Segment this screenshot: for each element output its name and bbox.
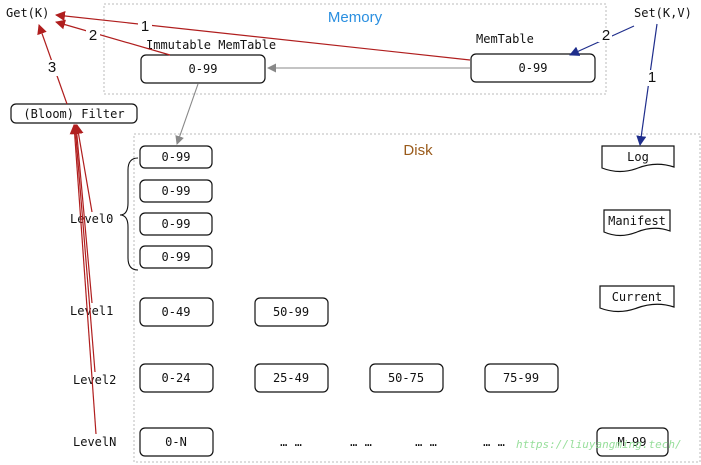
- level0-range: 0-99: [162, 184, 191, 198]
- leveln-last-range: M-99: [618, 435, 647, 449]
- current-file-label: Current: [612, 290, 663, 304]
- immutable-memtable-label: Immutable MemTable: [146, 38, 276, 52]
- level0-sstable: [139, 212, 213, 236]
- level1-range: 0-49: [162, 305, 191, 319]
- step-number-set-memtable: 2: [602, 27, 610, 44]
- step-number-get-immutable: 2: [89, 27, 97, 44]
- log-file: [601, 145, 675, 173]
- step-number-get-filter: 3: [48, 59, 56, 76]
- level1-to-filter-arrow: [71, 124, 93, 304]
- disk-region: [133, 133, 701, 463]
- log-file-label: Log: [627, 150, 649, 164]
- level2-range: 50-75: [388, 371, 424, 385]
- level1-range: 50-99: [273, 305, 309, 319]
- level2-sstable: [484, 363, 559, 393]
- level2-sstable: [369, 363, 444, 393]
- level0-sstable: [139, 245, 213, 269]
- level0-brace: [119, 157, 139, 271]
- manifest-file-label: Manifest: [608, 214, 666, 228]
- level0-range: 0-99: [162, 150, 191, 164]
- step-label-bg: [138, 19, 152, 35]
- leveln-ellipsis: … …: [483, 435, 505, 449]
- step-label-bg: [86, 28, 100, 44]
- leveln-ellipsis: … …: [350, 435, 372, 449]
- level1-sstable: [139, 297, 214, 327]
- leveln-first-range: 0-N: [165, 435, 187, 449]
- level1-label: Level1: [70, 304, 113, 318]
- level0-label: Level0: [70, 212, 113, 226]
- level2-label: Level2: [73, 373, 116, 387]
- leveln-label: LevelN: [73, 435, 116, 449]
- level0-sstable: [139, 179, 213, 203]
- level2-range: 75-99: [503, 371, 539, 385]
- memtable-box: [470, 53, 596, 83]
- level-to-filter-arrows: [69, 124, 97, 435]
- level1-sstables: 0-49 50-99: [139, 297, 329, 327]
- leveln-ellipsis: … …: [280, 435, 302, 449]
- level2-range: 25-49: [273, 371, 309, 385]
- level1-sstable: [254, 297, 329, 327]
- level0-sstable: [139, 145, 213, 169]
- level2-to-filter-arrow: [70, 124, 96, 373]
- step-number-get-memtable: 1: [141, 18, 149, 35]
- step-label-bg: [598, 28, 612, 42]
- level2-range: 0-24: [162, 371, 191, 385]
- leveln-to-filter-arrow: [69, 124, 97, 435]
- memtable-label: MemTable: [476, 32, 534, 46]
- step-label-bg: [45, 60, 59, 76]
- manifest-file: [603, 209, 671, 237]
- leveln-ellipsis: … …: [415, 435, 437, 449]
- get-from-memtable-arrow: [55, 11, 471, 61]
- immutable-memtable-range: 0-99: [189, 62, 218, 76]
- immutable-memtable-box: [140, 54, 266, 84]
- level2-sstable: [254, 363, 329, 393]
- level0-range: 0-99: [162, 250, 191, 264]
- bloom-filter-label: (Bloom) Filter: [23, 107, 124, 121]
- watermark: https://liuyangming.tech/: [516, 438, 682, 451]
- level2-sstables: 0-24 25-49 50-75 75-99: [139, 363, 559, 393]
- get-from-immutable-arrow: [55, 19, 171, 56]
- step-label-bg: [645, 70, 659, 86]
- bloom-filter-box: [10, 103, 138, 124]
- leveln-sstable-first: [139, 427, 214, 457]
- current-file: [599, 285, 675, 313]
- level2-sstable: [139, 363, 214, 393]
- flush-arrow-immutable-to-level0: [175, 83, 199, 145]
- step-number-set-log: 1: [648, 69, 656, 86]
- disk-title: Disk: [403, 142, 433, 159]
- memory-title: Memory: [328, 9, 383, 26]
- leveln-sstables: 0-N … … … … … … … … M-99: [139, 427, 669, 457]
- set-operation: Set(K,V): [634, 6, 692, 20]
- memtable-range: 0-99: [519, 61, 548, 75]
- level0-range: 0-99: [162, 217, 191, 231]
- get-operation: Get(K): [6, 6, 49, 20]
- level0-to-filter-arrow: [73, 124, 93, 213]
- leveln-sstable-last: [596, 427, 669, 457]
- level0-sstables: 0-99 0-99 0-99 0-99: [139, 145, 213, 269]
